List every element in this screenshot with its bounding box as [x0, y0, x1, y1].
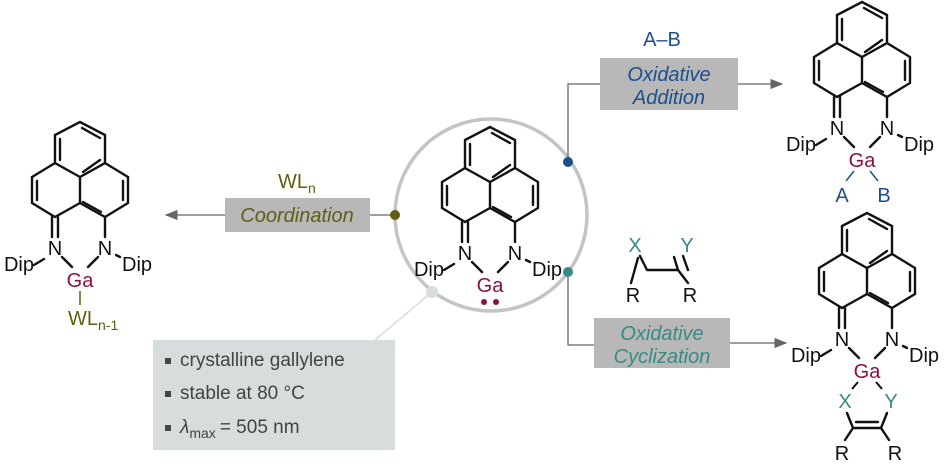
addition-label-line2: Addition — [632, 87, 705, 109]
addition-box — [600, 58, 738, 110]
diene-reagent: X Y R R — [626, 235, 697, 307]
coordination-branch: Coordination WLn — [164, 171, 400, 232]
nitrogen-label: N — [48, 238, 62, 260]
gallium-label: Ga — [849, 150, 877, 172]
y-label: Y — [884, 391, 897, 413]
addition-product: N N Dip Dip Ga A B — [786, 0, 934, 207]
dip-label: Dip — [904, 134, 934, 156]
cyclization-product: N N Dip Dip Ga X Y R R — [791, 211, 939, 465]
info-item: crystalline gallylene — [180, 350, 345, 371]
dip-label: Dip — [414, 259, 444, 281]
r-label: R — [626, 285, 640, 307]
cyclization-label-line1: Oxidative — [620, 323, 703, 345]
cyclization-box — [594, 318, 730, 368]
b-label: B — [877, 185, 890, 207]
coordination-product: N N Dip Dip Ga WLn-1 — [4, 120, 152, 333]
r-label: R — [683, 285, 697, 307]
ligand-label: WLn-1 — [68, 308, 118, 333]
gallium-label: Ga — [67, 270, 95, 292]
coordination-reagent: WLn — [278, 171, 316, 196]
branch-dot — [563, 157, 573, 167]
dip-label: Dip — [909, 345, 939, 367]
nitrogen-label: N — [98, 238, 112, 260]
cyclization-label-line2: Cyclization — [614, 346, 711, 368]
r-label: R — [888, 443, 902, 465]
x-label: X — [838, 391, 851, 413]
branch-dot — [563, 267, 573, 277]
lone-pair-icon — [493, 299, 499, 305]
addition-reagent: A–B — [643, 29, 681, 51]
addition-branch: Oxidative Addition A–B — [563, 29, 784, 167]
gallium-label: Ga — [854, 361, 882, 383]
coordination-label: Coordination — [240, 205, 353, 227]
info-item-lambda: λmax= 505 nm — [179, 417, 300, 441]
dip-label: Dip — [4, 254, 34, 276]
gallium-label: Ga — [477, 275, 505, 297]
a-label: A — [835, 185, 849, 207]
lone-pair-icon — [481, 299, 487, 305]
dip-label: Dip — [122, 254, 152, 276]
info-box — [153, 340, 395, 450]
addition-label-line1: Oxidative — [627, 64, 710, 86]
dip-label: Dip — [791, 345, 821, 367]
nitrogen-label: N — [835, 329, 849, 351]
r-label: R — [835, 443, 849, 465]
dip-label: Dip — [532, 259, 562, 281]
nitrogen-label: N — [458, 243, 472, 265]
branch-dot — [390, 210, 400, 220]
info-item: stable at 80 °C — [180, 383, 305, 404]
nitrogen-label: N — [880, 118, 894, 140]
cyclization-branch: Oxidative Cyclization — [563, 267, 788, 368]
callout-dot — [426, 286, 438, 298]
gallylene-molecule: N N Dip Dip Ga — [414, 125, 562, 305]
dip-label: Dip — [786, 134, 816, 156]
x-label: X — [628, 235, 641, 257]
coordination-box — [225, 198, 370, 232]
nitrogen-label: N — [508, 243, 522, 265]
y-label: Y — [680, 235, 693, 257]
nitrogen-label: N — [830, 118, 844, 140]
nitrogen-label: N — [885, 329, 899, 351]
properties-callout: crystalline gallylene stable at 80 °C λm… — [153, 286, 438, 450]
